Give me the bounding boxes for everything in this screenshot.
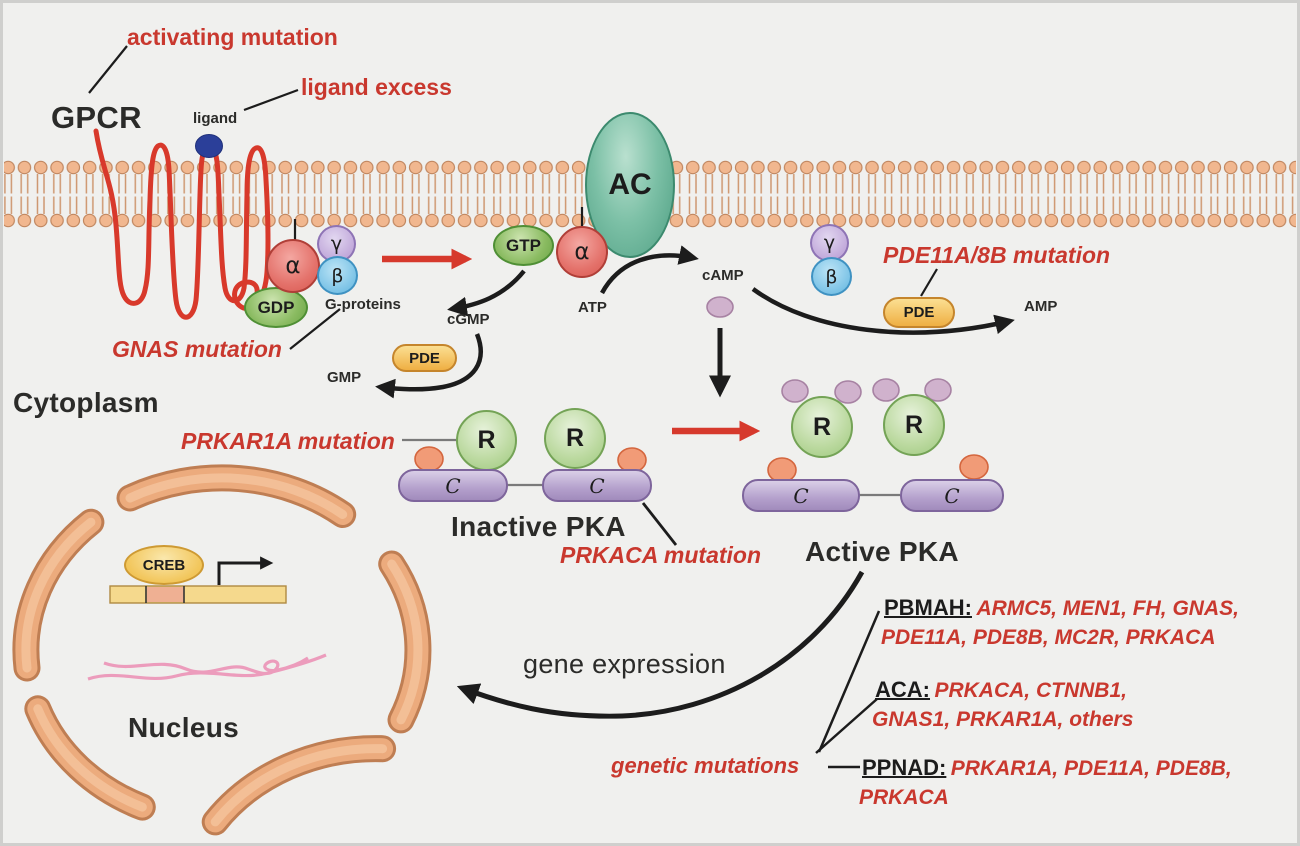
g-beta-free: β (811, 257, 852, 296)
reaction-arrows (217, 245, 1015, 719)
g-alpha-active: α (556, 226, 608, 278)
pbmah-genes-line2: PDE11A, PDE8B, MC2R, PRKACA (881, 626, 1216, 649)
pka-c-subunit-inactive-1: C (398, 469, 508, 502)
activating-mutation-label: activating mutation (127, 24, 338, 50)
gmp-label: GMP (327, 369, 362, 386)
amp-label: AMP (1024, 298, 1058, 315)
nucleus-label: Nucleus (128, 712, 240, 743)
pka-r-subunit-inactive-2: R (544, 408, 606, 469)
gray-links (402, 438, 900, 497)
gene-expression-label: gene expression (523, 649, 726, 679)
g-beta-subunit: β (317, 256, 358, 295)
gtp-molecule: GTP (493, 225, 554, 266)
inactive-pka-label: Inactive PKA (451, 511, 626, 542)
pde11a-8b-mutation-label: PDE11A/8B mutation (883, 242, 1111, 268)
pka-r-subunit-inactive-1: R (456, 410, 517, 471)
pka-r-subunit-active-2: R (883, 394, 945, 456)
pbmah-gene-list: PBMAH: ARMC5, MEN1, FH, GNAS, PDE11A, PD… (881, 594, 1239, 651)
pde-enzyme-left: PDE (392, 344, 457, 372)
pka-c-subunit-active-2: C (900, 479, 1004, 512)
genetic-mutations-label: genetic mutations (611, 753, 800, 778)
ppnad-gene-list: PPNAD: PRKAR1A, PDE11A, PDE8B, PRKACA (859, 754, 1232, 811)
pka-c-subunit-inactive-2: C (542, 469, 652, 502)
ligand-excess-label: ligand excess (301, 74, 452, 100)
ppnad-genes-line1: PRKAR1A, PDE11A, PDE8B, (950, 757, 1232, 780)
g-proteins-label: G-proteins (325, 296, 401, 313)
prkar1a-mutation-label: PRKAR1A mutation (181, 428, 395, 454)
atp-label: ATP (578, 299, 607, 316)
pbmah-genes-line1: ARMC5, MEN1, FH, GNAS, (976, 597, 1239, 620)
aca-genes-line2: GNAS1, PRKAR1A, others (872, 708, 1134, 731)
camp-label: cAMP (702, 267, 744, 284)
cgmp-label: cGMP (447, 311, 490, 328)
pka-r-subunit-active-1: R (791, 396, 853, 458)
gdp-molecule: GDP (244, 287, 308, 328)
mrna-squiggle (87, 653, 327, 681)
ligand-dot (195, 134, 223, 158)
phosphate-dots (414, 446, 989, 483)
gpcr-label: GPCR (51, 100, 142, 135)
gnas-mutation-label: GNAS mutation (112, 336, 282, 362)
adenylyl-cyclase: AC (585, 112, 675, 258)
aca-gene-list: ACA: PRKACA, CTNNB1, GNAS1, PRKAR1A, oth… (872, 676, 1134, 733)
ligand-label: ligand (193, 110, 238, 127)
prkaca-mutation-label: PRKACA mutation (560, 542, 762, 568)
creb-transcription-factor: CREB (124, 545, 204, 585)
pka-c-subunit-active-1: C (742, 479, 860, 512)
nucleus-envelope (12, 464, 432, 836)
cytoplasm-label: Cytoplasm (13, 387, 159, 418)
aca-name: ACA: (875, 677, 930, 702)
dna-bar (109, 585, 287, 604)
ppnad-genes-line2: PRKACA (859, 786, 949, 809)
g-alpha-subunit: α (266, 239, 320, 293)
ppnad-name: PPNAD: (862, 755, 947, 780)
red-activation-arrows (382, 248, 761, 442)
camp-molecules (706, 296, 952, 404)
aca-genes-line1: PRKACA, CTNNB1, (934, 679, 1127, 702)
pbmah-name: PBMAH: (884, 595, 972, 620)
annotation-lines (88, 45, 938, 769)
pde-enzyme-right: PDE (883, 297, 955, 328)
active-pka-label: Active PKA (805, 536, 959, 567)
